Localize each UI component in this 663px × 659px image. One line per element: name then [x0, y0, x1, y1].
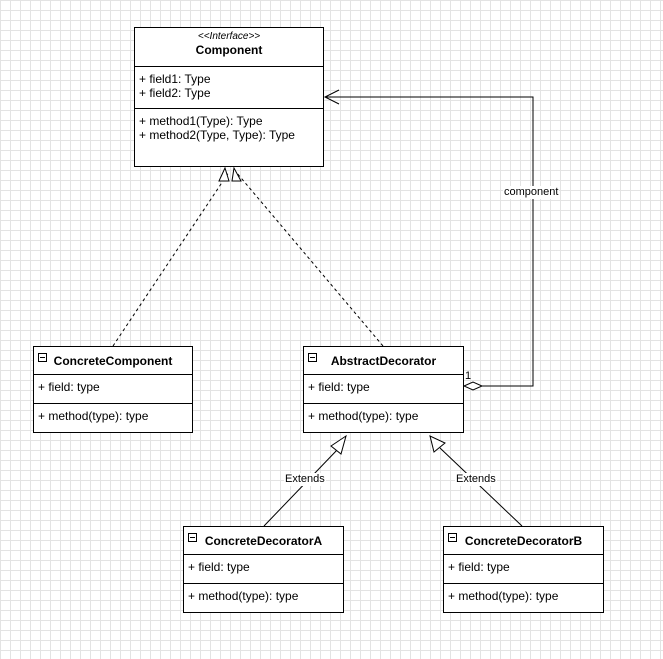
fields-section: + field: type [304, 375, 463, 404]
aggregation-label: component [503, 186, 560, 199]
methods-section: + method(type): type [444, 584, 603, 603]
method: + method(type): type [308, 409, 419, 423]
class-abstract-decorator[interactable]: AbstractDecorator + field: type + method… [303, 346, 464, 433]
aggregation-diamond-icon [462, 381, 484, 391]
class-header: ConcreteDecoratorA [184, 527, 343, 555]
field: + field: type [308, 380, 370, 394]
field: + field1: Type [139, 72, 211, 86]
field: + field: type [38, 380, 100, 394]
methods-section: + method1(Type): Type + method2(Type, Ty… [135, 109, 323, 142]
extends-label-b: Extends [455, 473, 497, 486]
method: + method(type): type [188, 589, 299, 603]
methods-section: + method(type): type [184, 584, 343, 603]
class-name: ConcreteDecoratorA [204, 534, 323, 548]
stereotype: <<Interface>> [197, 31, 261, 42]
extends-label-a: Extends [284, 473, 326, 486]
generalization-arrowhead-icon [330, 434, 347, 455]
methods-section: + method(type): type [304, 404, 463, 423]
open-arrowhead-icon [323, 89, 340, 105]
class-name: ConcreteDecoratorB [464, 534, 583, 548]
collapse-minus-icon[interactable] [308, 353, 317, 362]
fields-section: + field: type [34, 375, 192, 404]
generalization-edge-a [263, 448, 339, 527]
generalization-edge-b [439, 447, 523, 527]
method: + method(type): type [38, 409, 149, 423]
realization-arrowhead-icon [231, 166, 242, 182]
class-concrete-decorator-a[interactable]: ConcreteDecoratorA + field: type + metho… [183, 526, 344, 613]
generalization-arrowhead-icon [429, 435, 446, 453]
realization-edge-abstract-decorator [235, 171, 384, 347]
class-name: Component [195, 43, 263, 57]
realization-edge-concrete-component [112, 171, 230, 347]
field: + field2: Type [139, 86, 211, 100]
class-header: AbstractDecorator [304, 347, 463, 375]
class-concrete-decorator-b[interactable]: ConcreteDecoratorB + field: type + metho… [443, 526, 604, 613]
aggregation-edge [325, 96, 534, 387]
method: + method(type): type [448, 589, 559, 603]
fields-section: + field: type [184, 555, 343, 584]
methods-section: + method(type): type [34, 404, 192, 423]
field: + field: type [188, 560, 250, 574]
class-concrete-component[interactable]: ConcreteComponent + field: type + method… [33, 346, 193, 433]
class-name: AbstractDecorator [330, 354, 437, 368]
class-header: <<Interface>> Component [135, 28, 323, 67]
interface-component[interactable]: <<Interface>> Component + field1: Type +… [134, 27, 324, 167]
collapse-minus-icon[interactable] [188, 533, 197, 542]
class-header: ConcreteDecoratorB [444, 527, 603, 555]
class-name: ConcreteComponent [53, 354, 173, 368]
fields-section: + field1: Type + field2: Type [135, 67, 323, 109]
collapse-minus-icon[interactable] [448, 533, 457, 542]
class-header: ConcreteComponent [34, 347, 192, 375]
realization-arrowhead-icon [218, 166, 230, 182]
method: + method1(Type): Type [139, 114, 263, 128]
collapse-minus-icon[interactable] [38, 353, 47, 362]
field: + field: type [448, 560, 510, 574]
fields-section: + field: type [444, 555, 603, 584]
multiplicity-label: 1 [465, 370, 472, 382]
method: + method2(Type, Type): Type [139, 128, 295, 142]
